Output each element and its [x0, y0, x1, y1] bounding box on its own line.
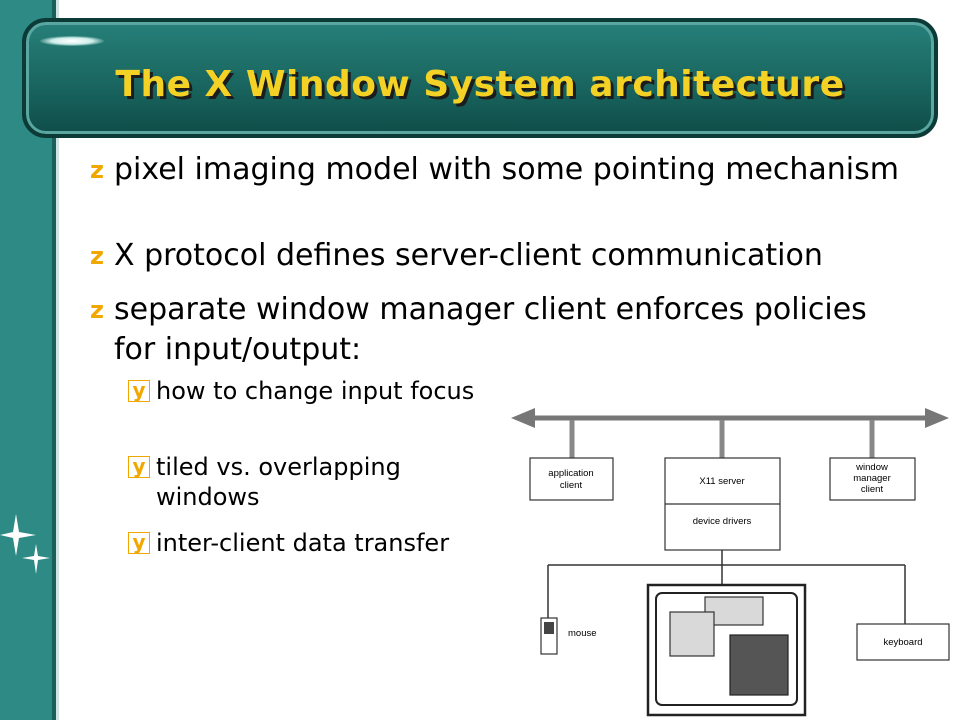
- x11-server-label: X11 server: [699, 476, 744, 487]
- application-client-label: application: [548, 468, 593, 479]
- window-manager-client-box: window manager client: [829, 457, 916, 501]
- screen-window: [729, 634, 789, 696]
- bullet-text: X protocol defines server-client communi…: [114, 238, 823, 273]
- z-bullet-icon: z: [90, 296, 104, 324]
- application-client-box: application client: [529, 457, 614, 501]
- window-manager-label: manager: [853, 473, 891, 484]
- y-bullet-icon: y: [128, 456, 150, 478]
- title-bar: [22, 18, 938, 138]
- keyboard-label: keyboard: [883, 637, 922, 648]
- sidebar-edge-line: [56, 0, 59, 720]
- display-screen-icon: [646, 583, 807, 717]
- z-bullet-icon: z: [90, 242, 104, 270]
- bullet-text: pixel imaging model with some pointing m…: [114, 152, 899, 187]
- y-bullet-icon: y: [128, 532, 150, 554]
- x11-server-box: X11 server device drivers: [664, 457, 781, 551]
- sub-bullet-text: tiled vs. overlapping windows: [156, 453, 401, 511]
- window-manager-label: client: [861, 484, 884, 495]
- mouse-label: mouse: [568, 628, 597, 639]
- window-manager-label: window: [855, 462, 888, 473]
- device-connections: [547, 550, 906, 624]
- sub-bullet-text: how to change input focus: [156, 377, 475, 405]
- bullet-text: separate window manager client enforces …: [114, 292, 867, 367]
- x-architecture-diagram: application client X11 server device dri…: [511, 408, 950, 717]
- screen-window: [669, 611, 715, 657]
- screen-window: [704, 596, 764, 626]
- title-glint-decoration: [40, 36, 104, 46]
- y-bullet-icon: y: [128, 380, 150, 402]
- device-drivers-label: device drivers: [693, 516, 752, 527]
- mouse-icon: mouse: [540, 617, 597, 655]
- application-client-label: client: [560, 480, 583, 491]
- z-bullet-icon: z: [90, 156, 104, 184]
- slide-title: The X Window System architecture: [115, 64, 845, 105]
- network-bus: [511, 408, 949, 428]
- keyboard-box: keyboard: [856, 623, 950, 661]
- sub-bullet-text: inter-client data transfer: [156, 529, 450, 557]
- sparkle-icon: [0, 514, 50, 574]
